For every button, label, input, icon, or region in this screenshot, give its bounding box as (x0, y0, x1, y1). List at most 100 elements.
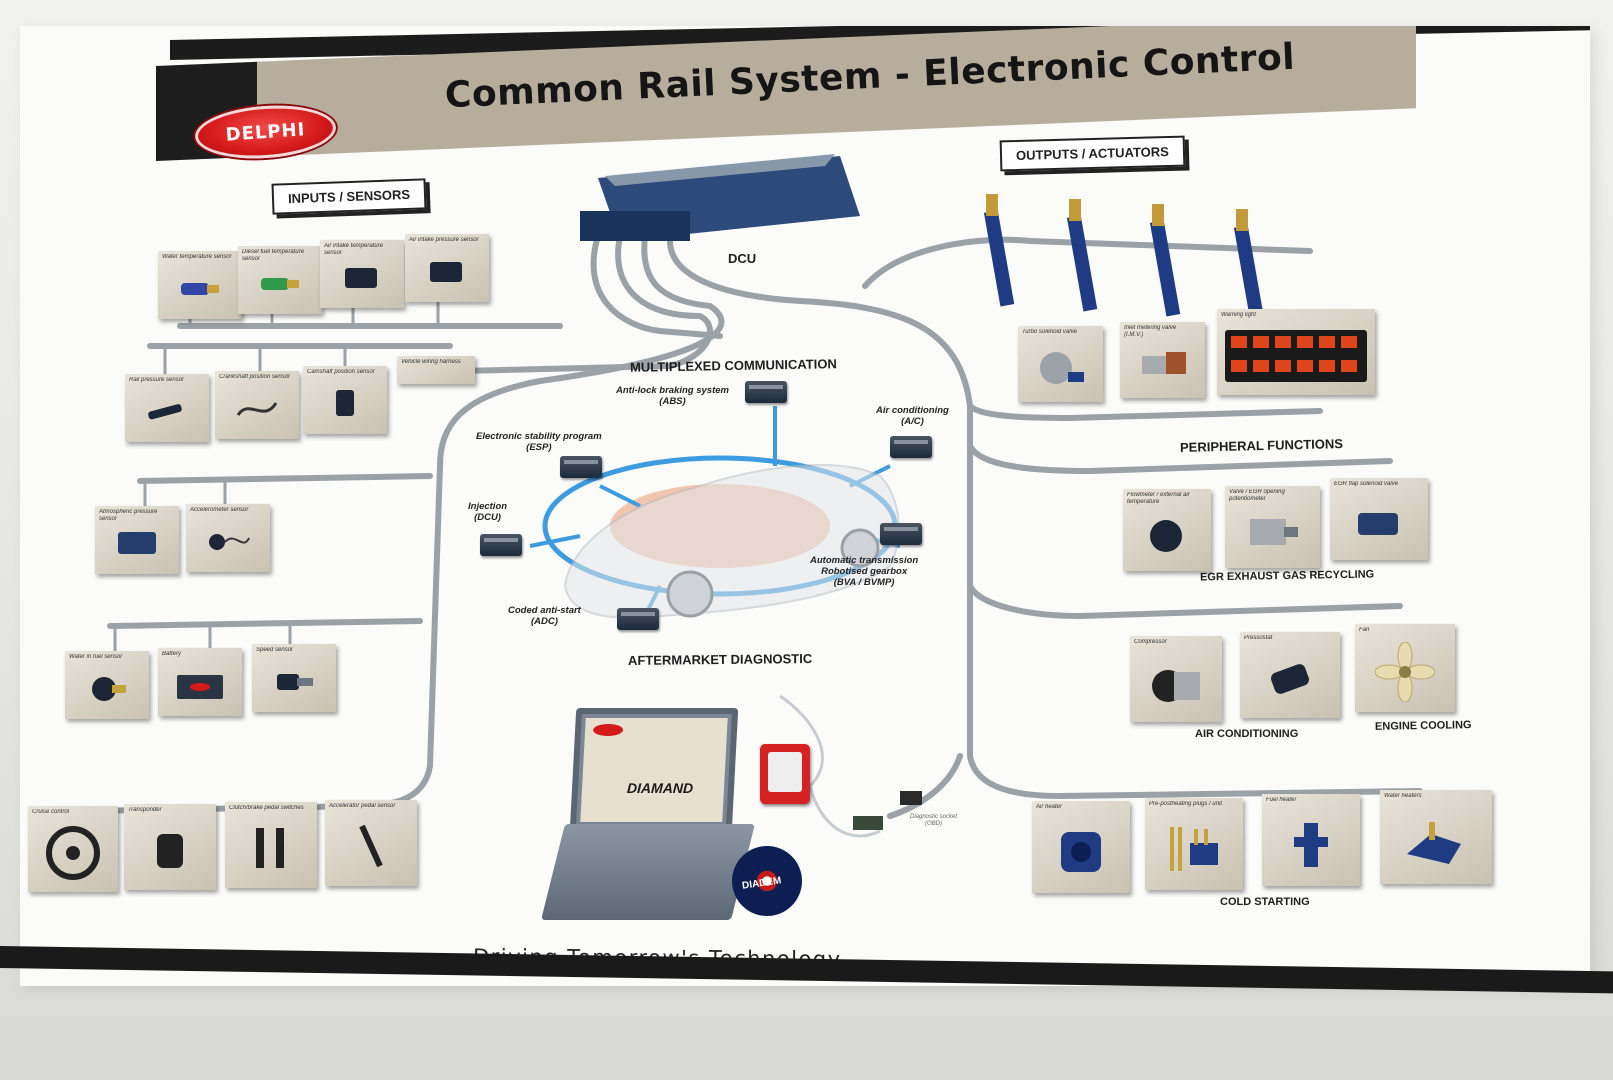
car-silhouette (563, 464, 900, 619)
injector-3 (1149, 220, 1181, 317)
peripheral-tile-flowmeter: Flowmeter / external air temperature (1123, 489, 1211, 571)
sensor-tile-transponder: Transponder (124, 804, 216, 890)
sensor-caption: Water temperature sensor (162, 254, 232, 260)
peripheral-caption: Pre-postheating plugs / unit (1149, 801, 1223, 807)
diagnostic-laptop: DIAMAND (541, 708, 755, 923)
laptop-brand-logo (592, 724, 624, 736)
sensor-tile-accelerometer: Accelerometer sensor (186, 504, 270, 572)
peripheral-tile-pressostat: Pressostat (1240, 632, 1340, 718)
water-heater-icon (1407, 821, 1461, 864)
sensor-tile-fuel-temp: Diesel fuel temperature sensor (238, 246, 322, 314)
sensor-icon (236, 402, 278, 417)
esp-label: Electronic stability program (ESP) (476, 431, 602, 453)
wire-injectors (862, 236, 1313, 289)
peripheral-tile-air-heater: Air heater (1032, 801, 1130, 893)
sensor-tile-accelerator-pedal: Accelerator pedal sensor (325, 800, 417, 886)
wiring-harness (87, 233, 1423, 819)
dcu-heatsink (605, 154, 835, 186)
wire-dcu-main (590, 233, 723, 339)
car-wheel-front (666, 570, 714, 618)
sensor-tile-crankshaft: Crankshaft position sensor (215, 371, 299, 439)
sensor-tile-air-temp: Air intake temperature sensor (320, 240, 404, 308)
sensor-caption: Water in fuel sensor (69, 654, 123, 660)
wire-actuators (967, 403, 1323, 422)
aftermarket-diagnostic-heading: AFTERMARKET DIAGNOSTIC (627, 651, 813, 668)
transponder-icon (157, 834, 183, 869)
gearbox-module-icon (880, 523, 922, 545)
esp-module-icon (560, 456, 602, 478)
injector-1 (983, 210, 1015, 307)
sensor-caption: Rail pressure sensor (129, 377, 185, 383)
wire-peripheral-ac (967, 583, 1403, 620)
adc-module-icon (617, 608, 659, 630)
peripheral-caption: Valve / EGR opening potentiometer (1229, 489, 1285, 502)
injector-2 (1066, 215, 1098, 312)
sensor-caption: Air intake pressure sensor (409, 237, 479, 243)
actuator-tile-turbo-valve: Turbo solenoid valve (1018, 326, 1103, 402)
peripheral-caption: Air heater (1036, 804, 1063, 810)
injector-4-cap (1236, 209, 1248, 231)
glow-plugs-icon (1170, 826, 1218, 871)
sensor-caption: Diesel fuel temperature sensor (242, 249, 305, 262)
injector-3-cap (1152, 204, 1164, 226)
peripheral-tile-egr-flap: EGR flap solenoid valve (1330, 478, 1428, 560)
peripheral-caption: EGR flap solenoid valve (1334, 481, 1399, 487)
wire-dcu-left (457, 233, 713, 374)
compressor-icon (1152, 670, 1200, 703)
peripheral-caption: Fuel heater (1266, 797, 1297, 803)
sensor-icon (277, 674, 313, 691)
injection-label: Injection (DCU) (468, 501, 508, 523)
injector-1-cap (986, 194, 998, 216)
pedal-icon (256, 828, 284, 869)
wire-sensor-row3 (137, 473, 433, 484)
peripheral-tile-glow-plugs: Pre-postheating plugs / unit (1145, 798, 1243, 890)
sensor-icon (148, 404, 182, 420)
sensor-caption: Cruise control (32, 809, 70, 815)
sensor-branches (88, 300, 440, 811)
sensor-icon (209, 534, 250, 551)
diagnostic-interface-unit (760, 744, 810, 804)
egr-flap-icon (1358, 513, 1398, 536)
sensor-icon (261, 278, 299, 291)
obd-socket (900, 791, 922, 805)
laptop-display: DIAMAND (580, 718, 728, 822)
engine-cooling-heading: ENGINE COOLING (1374, 719, 1472, 733)
dcu-module (580, 154, 860, 241)
warning-light-icons (1225, 330, 1367, 383)
sensor-icon (92, 677, 126, 702)
inputs-sensors-box: INPUTS / SENSORS (271, 178, 427, 215)
fuel-heater-icon (1294, 822, 1328, 867)
peripheral-tile-water-heaters: Water heaters (1380, 790, 1492, 884)
obd-connector (853, 816, 883, 830)
sensor-caption: Clutch/brake pedal switches (229, 805, 304, 811)
injectors (983, 194, 1265, 322)
abs-label: Anti-lock braking system (ABS) (616, 385, 729, 407)
sensor-caption: Accelerator pedal sensor (329, 803, 396, 809)
sensor-icon (345, 268, 377, 289)
sensor-caption: Accelerometer sensor (190, 507, 249, 513)
cold-starting-heading: COLD STARTING (1220, 896, 1310, 908)
wire-sensor-trunk (87, 233, 725, 814)
wiring-diagram (87, 154, 1423, 838)
pressostat-icon (1271, 664, 1309, 695)
sensor-tile-water-temp: Water temperature sensor (158, 251, 242, 319)
actuator-tile-imv: Inlet metering valve (I.M.V.) (1120, 322, 1205, 398)
sensor-icon (336, 390, 354, 417)
battery-icon (177, 675, 223, 700)
injector-4 (1233, 225, 1265, 322)
outputs-actuators-box: OUTPUTS / ACTUATORS (999, 135, 1186, 172)
adc-label: Coded anti-start (ADC) (508, 605, 581, 627)
sensor-tile-rail-pressure: Rail pressure sensor (125, 374, 209, 442)
sensor-tile-wiring-harness: Vehicle wiring harness (397, 356, 475, 384)
sensor-tile-pedal-switches: Clutch/brake pedal switches (225, 802, 317, 888)
injector-2-cap (1069, 199, 1081, 221)
bus-link-esp (599, 484, 641, 508)
actuator-caption: Inlet metering valve (I.M.V.) (1124, 325, 1177, 338)
abs-module-icon (745, 381, 787, 403)
sensor-caption: Crankshaft position sensor (219, 374, 291, 380)
actuator-caption: Turbo solenoid valve (1022, 329, 1077, 335)
car-wheel-rear (840, 528, 880, 568)
ac-label: Air conditioning (A/C) (876, 405, 949, 427)
gearbox-label: Automatic transmission Robotised gearbox… (810, 555, 919, 588)
sensor-icon (118, 532, 156, 555)
